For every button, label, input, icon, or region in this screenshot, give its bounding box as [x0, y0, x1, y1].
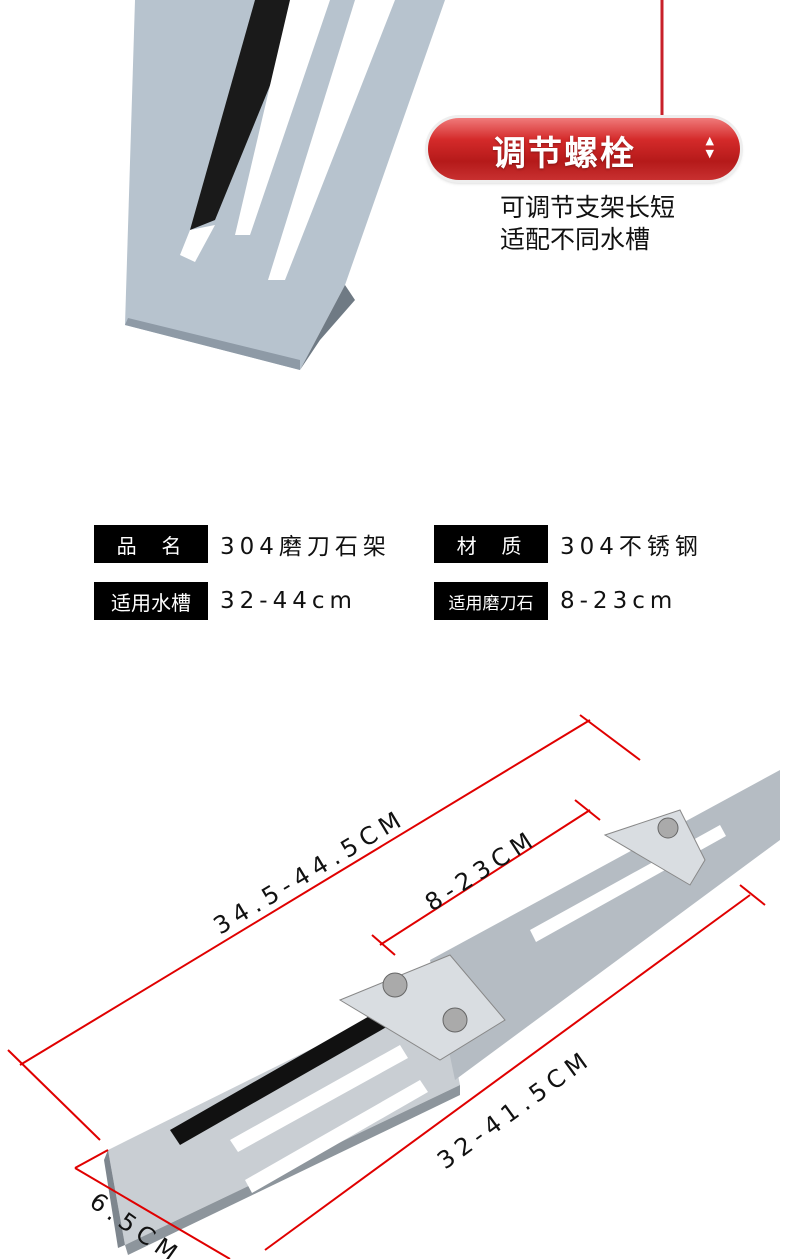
stone-range-label: 8-23CM — [420, 824, 543, 917]
spec-value: 304磨刀石架 — [220, 534, 391, 560]
dimension-lines — [7, 714, 766, 1259]
badge-label: 调节螺栓 — [492, 134, 636, 174]
slot — [190, 0, 305, 230]
spec-label: 材 质 — [434, 525, 548, 563]
spec-material: 材 质 304不锈钢 — [434, 525, 703, 563]
spec-name: 品 名 304磨刀石架 — [94, 525, 391, 563]
dimension-diagram: 34.5-44.5CM 8-23CM 32-41.5CM 6.5CM — [7, 714, 780, 1259]
spec-label: 品 名 — [94, 525, 208, 563]
spec-value: 304不锈钢 — [560, 534, 703, 560]
slot — [170, 1010, 390, 1145]
description-line: 适配不同水槽 — [500, 225, 651, 254]
spec-value: 8-23cm — [560, 588, 678, 614]
spec-label: 适用磨刀石 — [434, 582, 548, 620]
overall-length-label: 34.5-44.5CM — [209, 803, 411, 940]
spec-label: 适用水槽 — [94, 582, 208, 620]
up-down-arrows-icon: ▲▼ — [705, 134, 714, 160]
wing-nut-icon — [382, 972, 408, 998]
clamp-upper — [603, 809, 706, 886]
wing-nut-icon — [657, 817, 679, 839]
description-line: 可调节支架长短 — [500, 193, 676, 222]
spec-value: 32-44cm — [220, 588, 357, 614]
spec-sink: 适用水槽 32-44cm — [94, 582, 357, 620]
clamp-lower — [338, 954, 506, 1061]
spec-stone: 适用磨刀石 8-23cm — [434, 582, 677, 620]
adjust-bolt-badge: 调节螺栓 ▲▼ — [428, 118, 740, 180]
wing-nut-icon — [442, 1007, 468, 1033]
plate — [125, 0, 445, 370]
rack-closeup-image — [125, 0, 664, 370]
feature-description: 可调节支架长短 适配不同水槽 — [500, 192, 675, 256]
